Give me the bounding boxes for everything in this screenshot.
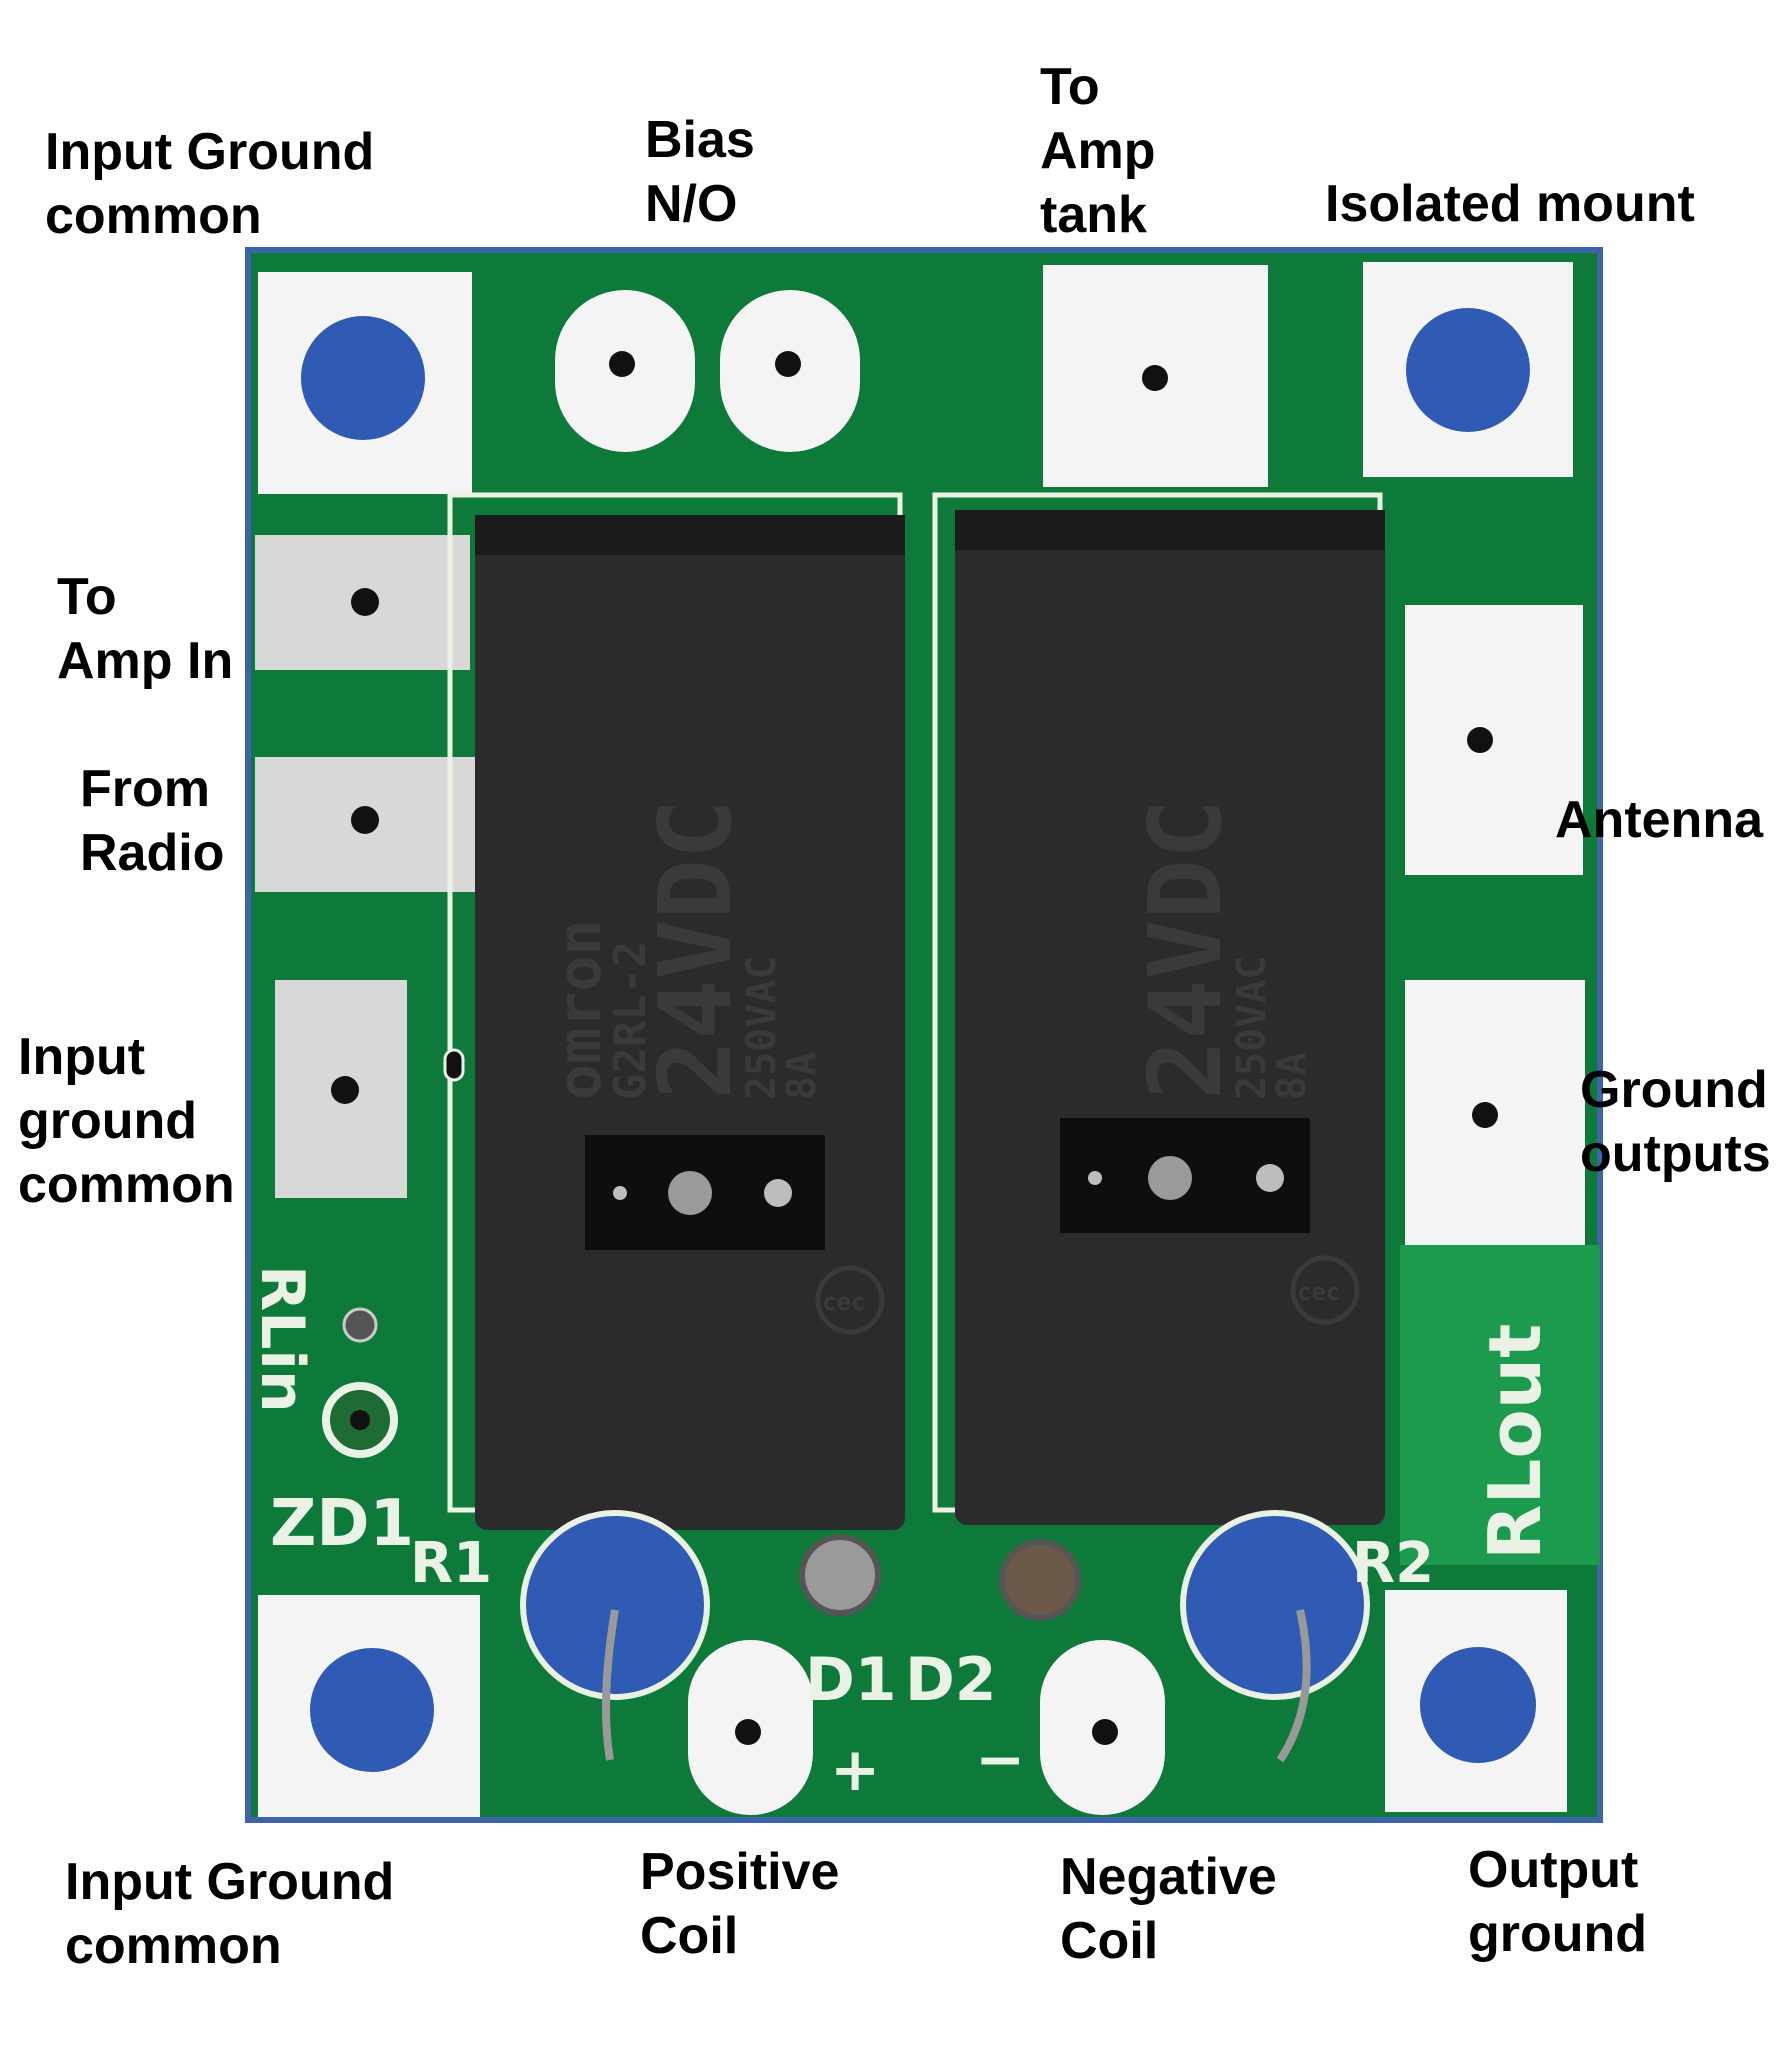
relay-2-top-edge [955, 510, 1385, 550]
silk-rlin: RLin [247, 1265, 317, 1413]
silk-zd1: ZD1 [270, 1487, 414, 1561]
label-to-amp-in: To Amp In [57, 568, 234, 690]
relay-2-rating: 250VAC [1229, 956, 1275, 1101]
hole-amp-tank [1142, 365, 1168, 391]
relay-1-markings: omron G2RL-2 24VDC 250VAC 8A [545, 799, 825, 1100]
relay-2-voltage: 24VDC [1127, 799, 1244, 1100]
hole-bias-2 [775, 351, 801, 377]
label-antenna: Antenna [1555, 791, 1763, 849]
hole-from-radio [351, 806, 379, 834]
relay-1-cert: cec [822, 1288, 865, 1316]
relay-1-rating: 250VAC [739, 956, 785, 1101]
relay-1-cert-mark [815, 1265, 885, 1335]
silk-r2: R2 [1352, 1531, 1434, 1596]
relay-1-top-edge [475, 515, 905, 555]
silk-d2: D2 [905, 1645, 997, 1715]
label-from-radio: From Radio [80, 760, 225, 882]
relay-2-body [955, 510, 1385, 1525]
relay-2-markings: 24VDC 250VAC 8A [1127, 799, 1315, 1100]
silk-d1: D1 [805, 1645, 897, 1715]
relay-2-window-hole [1088, 1171, 1102, 1185]
relay-1-window-hole [613, 1186, 627, 1200]
zener-zd1-hole [350, 1410, 370, 1430]
hole-ground-outputs [1472, 1102, 1498, 1128]
label-positive-coil: Positive Coil [640, 1843, 840, 1965]
capacitor-r2 [1180, 1510, 1370, 1700]
silk-r1: R1 [410, 1531, 492, 1596]
silk-rlout: RLout [1473, 1324, 1557, 1560]
label-ground-outputs: Ground outputs [1580, 1061, 1771, 1183]
mount-hole-bottom-right [1420, 1647, 1536, 1763]
label-bias-no: Bias N/O [645, 111, 755, 233]
relay-1-window-dot [668, 1171, 712, 1215]
silk-plus: + [830, 1735, 880, 1805]
hole-negative-coil [1092, 1719, 1118, 1745]
lead-r1 [602, 1609, 619, 1761]
pad-antenna [1405, 605, 1583, 875]
hole-bias-1 [609, 351, 635, 377]
label-negative-coil: Negative Coil [1060, 1848, 1277, 1970]
label-input-ground-common-top: Input Ground common [45, 123, 375, 245]
relay-1-window-hole2 [764, 1179, 792, 1207]
relay-2-rating2: 8A [1269, 1052, 1315, 1100]
pcb-copper-area [1400, 1245, 1600, 1565]
relay-1-body [475, 515, 905, 1530]
silk-minus: − [975, 1725, 1025, 1795]
relay-2-window-dot [1148, 1156, 1192, 1200]
mount-hole-bottom-left [310, 1648, 434, 1772]
mount-hole-top-right [1406, 308, 1530, 432]
hole-input-ground-left [331, 1076, 359, 1104]
via-rlin [342, 1307, 378, 1343]
relay-2-cert-mark [1290, 1255, 1360, 1325]
relay-2-cert: cec [1297, 1278, 1340, 1306]
mount-hole-top-left [301, 316, 425, 440]
slot-left [443, 1048, 465, 1082]
hole-positive-coil [735, 1719, 761, 1745]
capacitor-r1 [520, 1510, 710, 1700]
lead-r2 [1276, 1609, 1311, 1763]
label-input-ground-common-bottom: Input Ground common [65, 1853, 395, 1975]
diode-d2 [999, 1539, 1081, 1621]
relay-1-rating2: 8A [779, 1052, 825, 1100]
relay-1-brand: omron [545, 919, 615, 1100]
relay-2-window-hole2 [1256, 1164, 1284, 1192]
label-to-amp-tank: To Amp tank [1040, 58, 1156, 244]
relay-1-model: G2RL-2 [605, 941, 656, 1100]
diode-d1 [799, 1534, 881, 1616]
relay-1-voltage: 24VDC [637, 799, 754, 1100]
label-isolated-mount: Isolated mount [1325, 175, 1695, 233]
label-input-ground-common-left: Input ground common [18, 1028, 235, 1214]
hole-antenna [1467, 727, 1493, 753]
hole-amp-in [351, 588, 379, 616]
label-output-ground: Output ground [1468, 1841, 1648, 1963]
